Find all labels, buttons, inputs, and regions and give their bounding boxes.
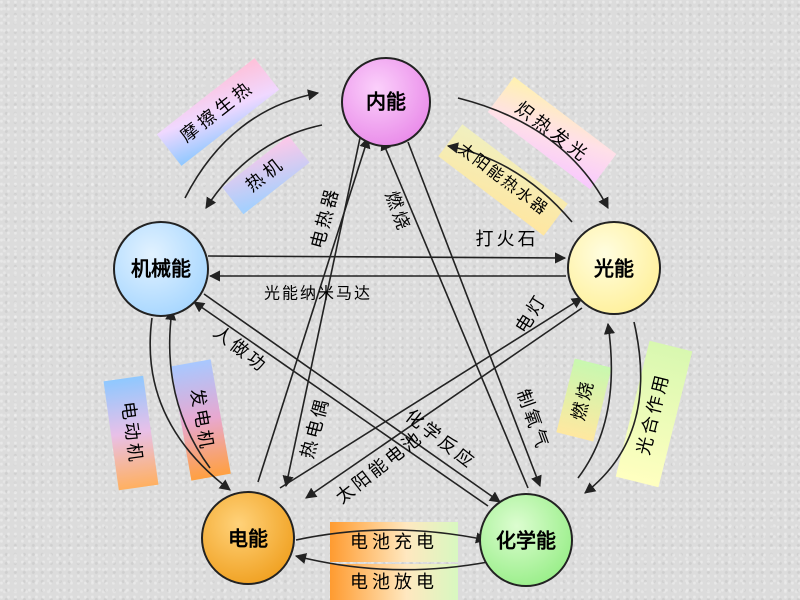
label-backgrounds bbox=[103, 58, 693, 600]
node-electrical-energy: 电能 bbox=[201, 491, 295, 585]
arrow-light-to-elec bbox=[305, 307, 583, 499]
arrow-internal-to-elec-left bbox=[282, 137, 361, 488]
friction-heat-bg bbox=[156, 58, 280, 166]
node-internal-energy: 内能 bbox=[341, 57, 431, 147]
arrow-mech-to-light bbox=[207, 252, 567, 264]
motor-bg bbox=[103, 375, 159, 491]
photosynthesis-bg bbox=[615, 340, 693, 488]
arrow-light-to-chem bbox=[584, 321, 642, 494]
incandescent-bg bbox=[487, 76, 617, 190]
label-burning-center: 燃烧 bbox=[380, 189, 414, 236]
arrow-elec-to-light bbox=[279, 297, 583, 489]
arrow-internal-to-chem bbox=[407, 141, 542, 488]
edge-labels: 摩擦生热 热机 炽热发光 太阳能热水器 电热器 燃烧 打火石 光能纳米马达 电灯… bbox=[117, 76, 674, 593]
arrow-internal-to-light bbox=[457, 97, 609, 209]
node-chemical-label: 化学能 bbox=[496, 529, 556, 553]
arrow-chem-to-light bbox=[577, 322, 615, 479]
heat-engine-bg bbox=[222, 135, 310, 215]
arrow-internal-to-mech bbox=[205, 124, 323, 209]
arrow-chem-to-internal bbox=[380, 138, 529, 489]
arrow-elec-to-internal bbox=[257, 136, 371, 483]
node-chemical-energy: 化学能 bbox=[479, 493, 573, 587]
burning-right-bg bbox=[556, 358, 612, 442]
label-discharge: 电池放电 bbox=[350, 572, 438, 593]
node-electrical-label: 电能 bbox=[228, 527, 268, 551]
node-mechanical-label: 机械能 bbox=[131, 257, 191, 281]
generator-bg bbox=[171, 359, 231, 481]
label-lighter: 打火石 bbox=[476, 229, 539, 250]
label-charge: 电池充电 bbox=[350, 532, 438, 553]
label-light-motor: 光能纳米马达 bbox=[264, 284, 372, 303]
arrows bbox=[149, 89, 642, 571]
arrow-mech-to-chem bbox=[203, 293, 501, 503]
arrow-mech-to-internal bbox=[184, 89, 320, 199]
label-solar-cell: 太阳能电池 bbox=[332, 427, 428, 508]
node-mechanical-energy: 机械能 bbox=[113, 221, 209, 317]
arrow-chem-to-mech bbox=[193, 301, 489, 507]
node-light-energy: 光能 bbox=[567, 221, 661, 315]
arrow-light-to-internal bbox=[446, 142, 573, 223]
arrow-chem-to-elec bbox=[294, 553, 489, 571]
node-light-label: 光能 bbox=[593, 257, 634, 281]
label-electric-lamp: 电灯 bbox=[512, 290, 552, 337]
arrow-mech-to-elec bbox=[149, 317, 231, 491]
label-oxygen: 制氧气 bbox=[512, 387, 553, 453]
arrow-elec-to-chem bbox=[295, 529, 488, 544]
node-internal-label: 内能 bbox=[366, 90, 406, 114]
charge-bg bbox=[330, 522, 458, 562]
arrow-elec-to-mech bbox=[165, 308, 211, 469]
